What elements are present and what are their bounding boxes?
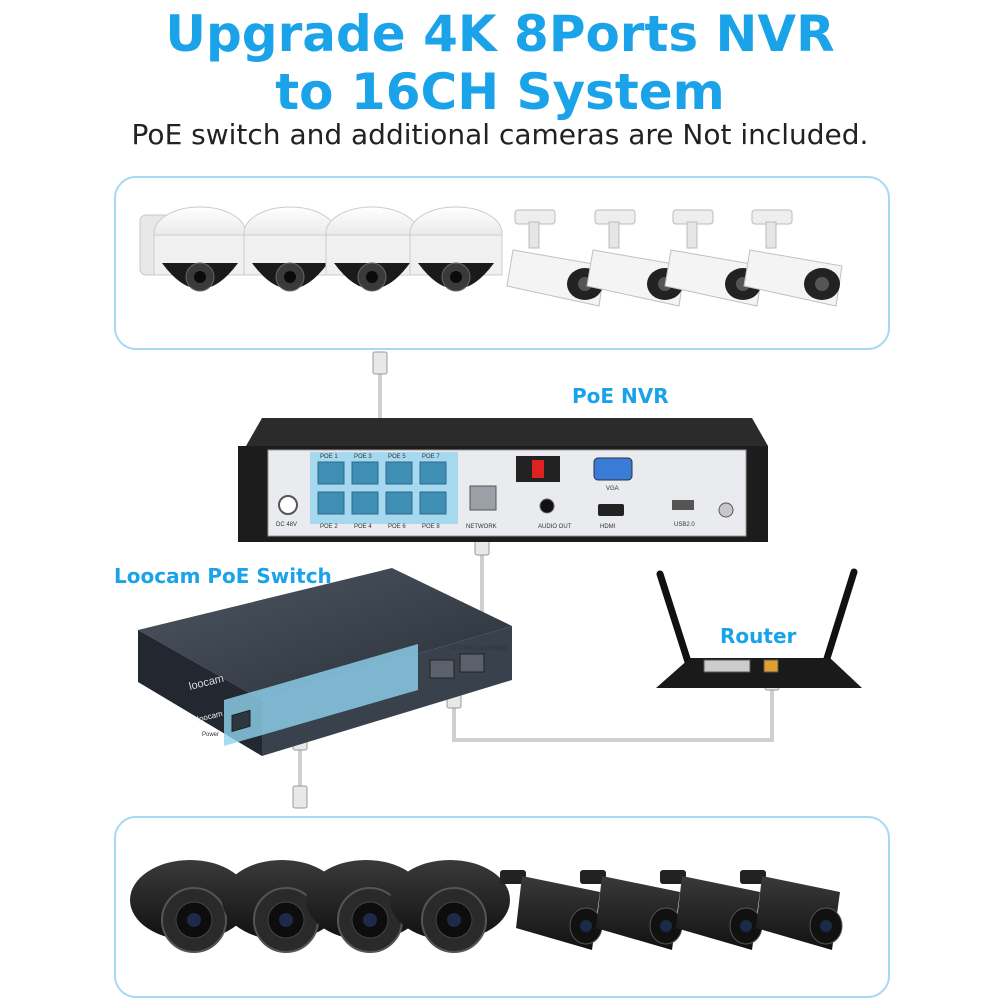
port-label-poe7: POE 7 (422, 454, 440, 460)
ptz-dome-camera (243, 206, 337, 292)
turret-camera (390, 860, 510, 953)
subtitle: PoE switch and additional cameras are No… (131, 118, 869, 151)
network-label: NETWORK (466, 524, 497, 530)
audio-jack (539, 498, 555, 514)
power-switch-rocker (532, 460, 544, 478)
poe-ports (317, 461, 447, 515)
port-label-poe1: POE 1 (320, 454, 338, 460)
bullet-camera-black (580, 870, 683, 950)
ground-screw (718, 502, 734, 518)
switch-port-highlight (224, 644, 418, 746)
top-bullet-cameras (506, 209, 843, 307)
uplink-port (429, 659, 455, 679)
port-label-poe4: POE 4 (354, 524, 372, 530)
lan-ports (703, 659, 751, 673)
uplink-label: UP-LINK 10/100Mbps (450, 646, 508, 652)
bullet-camera (743, 209, 843, 307)
turret-camera (130, 860, 250, 953)
usb-port (672, 500, 694, 510)
vga-port (593, 457, 633, 481)
ptz-dome-camera (325, 206, 419, 292)
switch-power-label: Power (202, 732, 219, 738)
audio-label: AUDIO OUT (538, 524, 572, 530)
turret-camera (306, 860, 426, 953)
title-line-1: Upgrade 4K 8Ports NVR (165, 5, 835, 63)
bottom-bullet-cameras (500, 870, 843, 950)
usb-label: USB2.0 (674, 522, 695, 528)
hdmi-label: HDMI (600, 524, 616, 530)
poe-switch (138, 568, 512, 756)
title-line-2: to 16CH System (275, 63, 725, 121)
port-label-poe3: POE 3 (354, 454, 372, 460)
router (656, 568, 862, 688)
hdmi-port (598, 504, 624, 516)
port-label-poe6: POE 6 (388, 524, 406, 530)
rj45-connector (292, 785, 308, 809)
dc-power-jack (278, 495, 298, 515)
poe-nvr (238, 418, 768, 542)
top-dome-cameras (139, 206, 503, 292)
bullet-camera-black (740, 870, 843, 950)
cable-switch-to-router (452, 680, 774, 742)
vga-label: VGA (606, 486, 619, 492)
uplink-port (459, 653, 485, 673)
wan-port (763, 659, 779, 673)
ptz-dome-camera (409, 206, 503, 292)
router-label: Router (720, 624, 797, 648)
port-label-poe5: POE 5 (388, 454, 406, 460)
bullet-camera-black (500, 870, 603, 950)
ptz-dome-camera (139, 206, 247, 292)
network-port (469, 485, 497, 511)
port-label-poe8: POE 8 (422, 524, 440, 530)
switch-ports (231, 709, 251, 733)
switch-label: Loocam PoE Switch (114, 564, 332, 588)
bullet-camera (506, 209, 606, 307)
nvr-label: PoE NVR (572, 384, 669, 408)
bullet-camera-black (660, 870, 763, 950)
bottom-turret-cameras (130, 860, 510, 953)
turret-camera (222, 860, 342, 953)
dc-label: DC 48V (276, 522, 297, 528)
port-label-poe2: POE 2 (320, 524, 338, 530)
rj45-connector (372, 351, 388, 375)
